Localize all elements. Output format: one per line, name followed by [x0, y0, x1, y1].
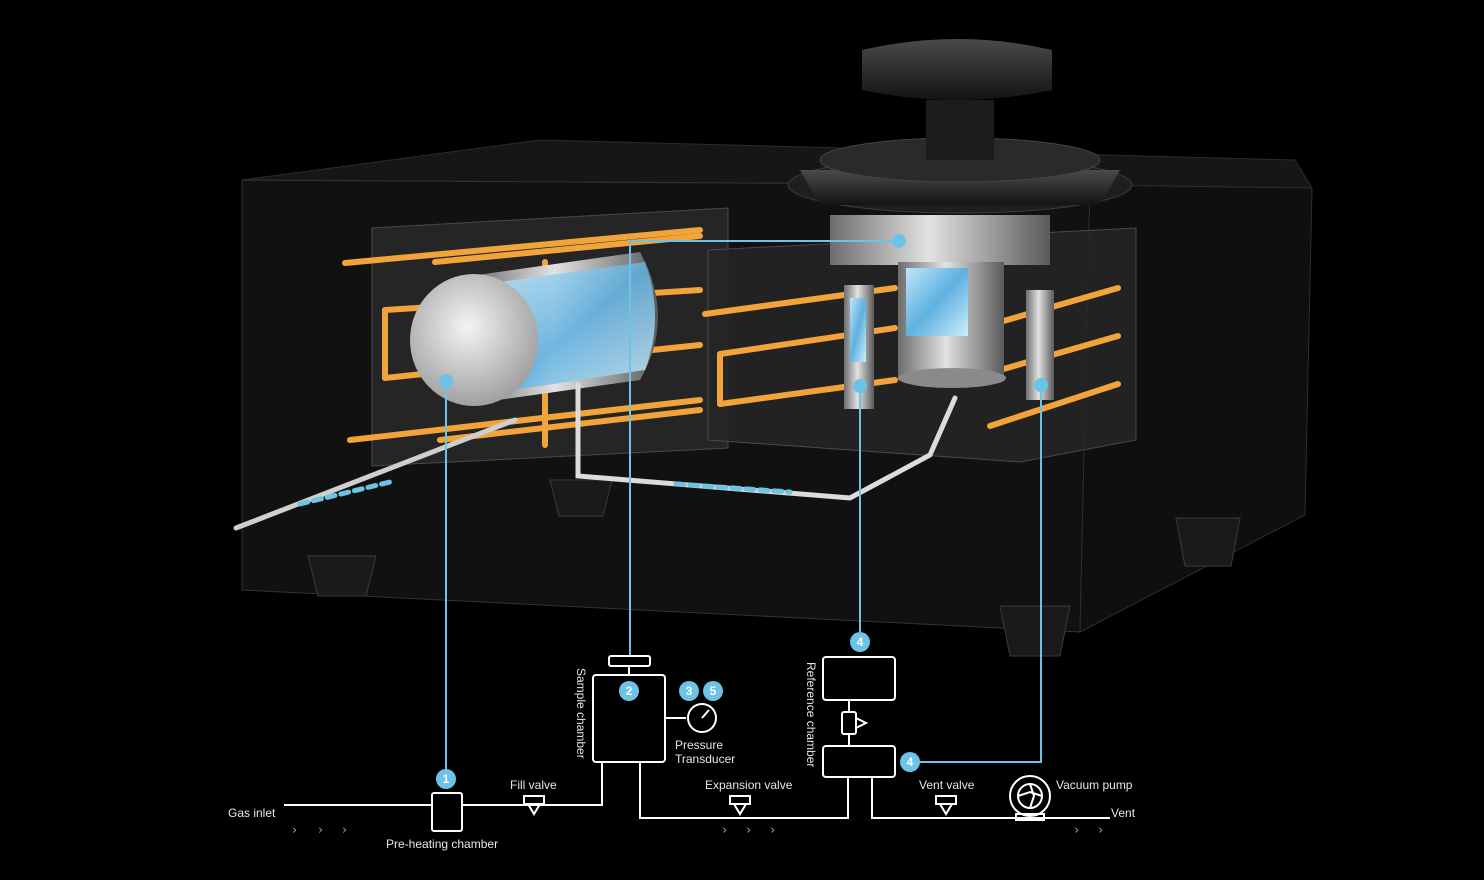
vacuum-pump-label: Vacuum pump	[1056, 778, 1133, 792]
marker-4-number: 4	[857, 635, 864, 649]
flow-arrow: ›	[318, 823, 323, 838]
expansion-valve-symbol	[729, 795, 751, 816]
marker-3-number: 3	[686, 684, 693, 698]
flow-schematic	[284, 655, 1110, 832]
marker-2-number: 2	[626, 684, 633, 698]
reference-chamber-label: Reference chamber	[804, 662, 818, 767]
expansion-valve-label: Expansion valve	[705, 778, 793, 792]
fill-valve-label: Fill valve	[510, 778, 557, 792]
reference-chamber-lower-symbol	[822, 745, 896, 778]
marker-3: 3	[679, 681, 699, 701]
vent-valve-label: Vent valve	[919, 778, 975, 792]
marker-4-reference: 4	[850, 632, 870, 652]
flow-arrow: ›	[1098, 823, 1103, 838]
flow-arrow: ›	[746, 823, 751, 838]
knob	[787, 39, 1133, 214]
flow-arrow: ›	[722, 823, 727, 838]
flow-arrow: ›	[770, 823, 775, 838]
flow-arrow: ›	[342, 823, 347, 838]
sample-cylinder	[410, 252, 658, 406]
vent-valve-symbol	[935, 795, 957, 816]
fill-valve-symbol	[523, 795, 545, 816]
preheating-chamber-label: Pre-heating chamber	[386, 837, 498, 851]
instrument-illustration	[233, 39, 1313, 770]
callout-leaders	[445, 240, 1042, 770]
marker-4-vent: 4	[900, 752, 920, 772]
numbered-markers: 1 2 3 5 4 4	[436, 632, 920, 789]
callout-anchors	[439, 234, 1048, 393]
marker-1-number: 1	[443, 772, 450, 786]
expansion-line	[639, 762, 849, 819]
gas-inlet-label: Gas inlet	[228, 806, 276, 820]
fill-line	[462, 762, 603, 806]
gas-tubes	[233, 382, 958, 531]
pressure-transducer-label-2: Transducer	[675, 752, 735, 766]
reference-chamber-upper-symbol	[822, 656, 896, 701]
vacuum-pump-symbol	[1009, 775, 1051, 821]
schematic-labels: Gas inlet Pre-heating chamber Fill valve…	[228, 662, 1136, 851]
flow-arrows: › › › › › › › ›	[292, 823, 1103, 838]
pressure-transducer-symbol	[665, 703, 717, 733]
feet	[307, 479, 1241, 657]
sample-chamber-label: Sample chamber	[574, 668, 588, 759]
marker-2: 2	[619, 681, 639, 701]
flow-arrow: ›	[1074, 823, 1079, 838]
marker-5-number: 5	[710, 684, 717, 698]
vent-line	[871, 777, 1110, 819]
marker-5: 5	[703, 681, 723, 701]
vent-label: Vent	[1111, 806, 1136, 820]
marker-1: 1	[436, 769, 456, 789]
pressure-transducer-label-1: Pressure	[675, 738, 723, 752]
housing-side	[1079, 184, 1313, 633]
preheating-chamber-symbol	[431, 792, 463, 832]
marker-4-number: 4	[907, 755, 914, 769]
flow-arrow: ›	[292, 823, 297, 838]
